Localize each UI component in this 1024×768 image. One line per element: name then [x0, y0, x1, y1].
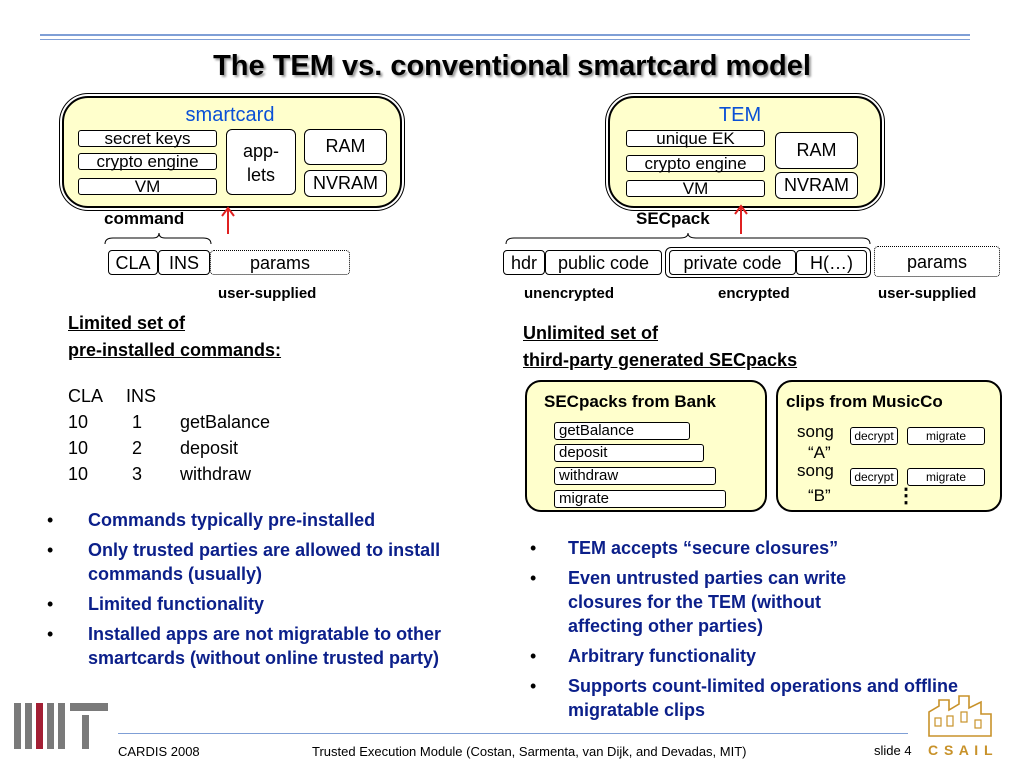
- song-b-label-2: “B”: [808, 486, 831, 505]
- top-rule-thin: [40, 39, 970, 40]
- nvram-block: NVRAM: [304, 170, 387, 197]
- bank-item-getbalance: getBalance: [554, 422, 690, 440]
- params-field: params: [210, 250, 350, 275]
- footer-center: Trusted Execution Module (Costan, Sarmen…: [312, 744, 747, 759]
- hash-field: H(…): [796, 250, 867, 275]
- left-bullet: •Installed apps are not migratable to ot…: [47, 624, 442, 668]
- left-bullet: •Commands typically pre-installed: [47, 510, 376, 530]
- command-row-name: deposit: [180, 438, 239, 458]
- csail-building-icon: [928, 695, 992, 737]
- applets-block: app- lets: [226, 129, 296, 195]
- applets-text-2: lets: [246, 165, 275, 185]
- secpack-label: SECpack: [636, 209, 710, 228]
- smartcard-arrow: [221, 206, 235, 234]
- right-bullet: •Even untrusted parties can write closur…: [530, 568, 847, 636]
- left-bullet-list: •Commands typically pre-installed •Only …: [47, 508, 487, 676]
- crypto-engine-block: crypto engine: [78, 153, 217, 170]
- right-bullet: •Supports count-limited operations and o…: [530, 676, 958, 720]
- command-row-name: withdraw: [180, 464, 252, 484]
- musicco-clips-box: [776, 380, 1002, 512]
- smartcard-title: smartcard: [185, 104, 275, 126]
- page-title: The TEM vs. conventional smartcard model: [213, 50, 811, 82]
- left-bullet: •Only trusted parties are allowed to ins…: [47, 540, 441, 584]
- right-heading-1: Unlimited set of: [523, 323, 659, 343]
- tem-vm-block: VM: [626, 180, 765, 197]
- encrypted-group: [665, 247, 871, 278]
- tem-ram-block: RAM: [775, 132, 858, 169]
- cla-field: CLA: [108, 250, 158, 275]
- slide-number: slide 4: [874, 743, 912, 758]
- right-bullet-list: •TEM accepts “secure closures” •Even unt…: [530, 536, 1000, 728]
- hdr-field: hdr: [503, 250, 545, 275]
- ins-field: INS: [158, 250, 210, 275]
- command-brace: [104, 232, 212, 245]
- command-row-ins: 1: [132, 412, 143, 432]
- left-heading-1: Limited set of: [68, 313, 186, 333]
- bank-item-migrate: migrate: [554, 490, 726, 508]
- bank-box-title: SECpacks from Bank: [544, 392, 716, 411]
- footer-left: CARDIS 2008: [118, 744, 200, 759]
- user-supplied-label-right: user-supplied: [878, 285, 977, 302]
- command-row-ins: 3: [132, 464, 143, 484]
- song-b-migrate: migrate: [907, 468, 985, 486]
- encrypted-label: encrypted: [718, 285, 790, 302]
- bottom-rule: [118, 733, 908, 734]
- song-a-decrypt: decrypt: [850, 427, 898, 445]
- command-label: command: [104, 209, 185, 228]
- left-heading-2: pre-installed commands:: [68, 340, 282, 360]
- song-a-label-1: song: [797, 422, 834, 441]
- tem-crypto-engine-block: crypto engine: [626, 155, 765, 172]
- vm-block: VM: [78, 178, 217, 195]
- bank-item-deposit: deposit: [554, 444, 704, 462]
- table-header-cla: CLA: [68, 386, 104, 406]
- tem-nvram-block: NVRAM: [775, 172, 858, 199]
- private-code-field: private code: [669, 250, 796, 275]
- bank-item-withdraw: withdraw: [554, 467, 716, 485]
- tem-title: TEM: [718, 104, 762, 126]
- csail-logo-text: C S A I L: [928, 742, 994, 758]
- applets-text-1: app-: [242, 141, 280, 161]
- command-row-cla: 10: [68, 438, 89, 458]
- command-row-cla: 10: [68, 464, 89, 484]
- right-bullet: •Arbitrary functionality: [530, 646, 757, 666]
- left-bullet: •Limited functionality: [47, 594, 265, 614]
- secpack-brace: [505, 232, 871, 245]
- song-b-decrypt: decrypt: [850, 468, 898, 486]
- unencrypted-label: unencrypted: [524, 285, 615, 302]
- top-rule: [40, 34, 970, 36]
- command-row-ins: 2: [132, 438, 143, 458]
- user-supplied-label-left: user-supplied: [218, 285, 317, 302]
- unique-ek-block: unique EK: [626, 130, 765, 147]
- tem-params-field: params: [874, 246, 1000, 277]
- ram-block: RAM: [304, 129, 387, 165]
- mit-logo: [14, 703, 108, 749]
- public-code-field: public code: [545, 250, 662, 275]
- song-a-label-2: “A”: [808, 443, 831, 462]
- musicco-box-title: clips from MusicCo: [786, 392, 943, 411]
- right-bullet: •TEM accepts “secure closures”: [530, 538, 839, 558]
- song-b-label-1: song: [797, 461, 834, 480]
- song-a-migrate: migrate: [907, 427, 985, 445]
- table-header-ins: INS: [126, 386, 157, 406]
- more-clips-ellipsis: ⋮: [896, 485, 916, 507]
- tem-arrow: [734, 204, 748, 234]
- command-row-name: getBalance: [180, 412, 271, 432]
- secret-keys-block: secret keys: [78, 130, 217, 147]
- command-row-cla: 10: [68, 412, 89, 432]
- right-heading-2: third-party generated SECpacks: [523, 350, 798, 370]
